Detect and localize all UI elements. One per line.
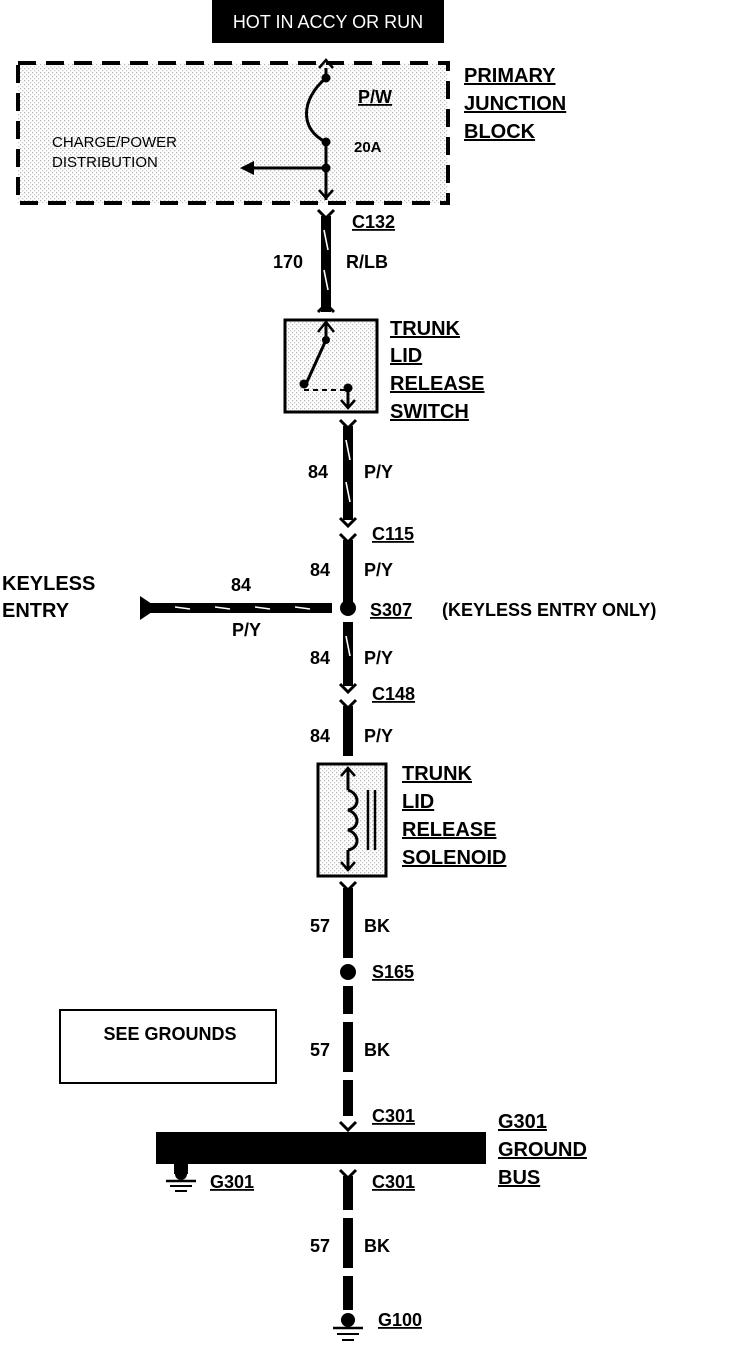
- wire-57-segment-b: [338, 986, 358, 1133]
- connector-c115-label: C115: [372, 524, 414, 544]
- wire-57-b-number: 57: [310, 1040, 330, 1060]
- wire-84-a-color: P/Y: [364, 462, 393, 482]
- ground-bus-g301: [156, 1132, 486, 1164]
- solenoid-title-line4: SOLENOID: [402, 847, 506, 869]
- see-grounds-label: SEE GROUNDS: [103, 1024, 236, 1044]
- splice-s307: [340, 600, 356, 616]
- switch-title-line3: RELEASE: [390, 373, 484, 395]
- junction-title-line3: BLOCK: [464, 121, 536, 143]
- power-source-header: HOT IN ACCY OR RUN: [212, 0, 444, 43]
- trunk-lid-release-solenoid: [316, 762, 388, 878]
- wire-84-b-color: P/Y: [364, 560, 393, 580]
- connector-c115: [338, 532, 358, 608]
- junction-title-line2: JUNCTION: [464, 93, 566, 115]
- wire-84-segment-c: [338, 622, 358, 695]
- solenoid-title-line2: LID: [402, 791, 434, 813]
- solenoid-title-line1: TRUNK: [402, 763, 473, 785]
- wire-57-c-number: 57: [310, 1236, 330, 1256]
- fuse-circuit-label: P/W: [358, 87, 392, 107]
- wire-84-a-number: 84: [308, 462, 328, 482]
- ground-bus-title-line3: BUS: [498, 1167, 540, 1189]
- ground-g301-label: G301: [210, 1172, 254, 1192]
- wire-57-b-color: BK: [364, 1040, 390, 1060]
- ground-g100-label: G100: [378, 1310, 422, 1330]
- connector-c148: [338, 698, 358, 756]
- connector-c148-label: C148: [372, 684, 415, 704]
- wire-57-a-number: 57: [310, 916, 330, 936]
- wire-84-d-number: 84: [310, 726, 330, 746]
- branch-label-line2: DISTRIBUTION: [52, 154, 158, 171]
- header-label: HOT IN ACCY OR RUN: [233, 12, 423, 32]
- wire-84-b-number: 84: [310, 560, 330, 580]
- wire-170-color: R/LB: [346, 252, 388, 272]
- wire-57-segment-c: [338, 1168, 358, 1310]
- wire-57-c-color: BK: [364, 1236, 390, 1256]
- switch-title-line1: TRUNK: [390, 318, 461, 340]
- wire-170-number: 170: [273, 252, 303, 272]
- splice-s307-note: (KEYLESS ENTRY ONLY): [442, 600, 656, 620]
- connector-c301-bottom-label: C301: [372, 1172, 415, 1192]
- see-grounds-box: SEE GROUNDS: [59, 1009, 277, 1084]
- ground-bus-title-line1: G301: [498, 1111, 547, 1133]
- splice-s165-label: S165: [372, 962, 414, 982]
- splice-s307-label: S307: [370, 600, 412, 620]
- ground-bus-title-line2: GROUND: [498, 1139, 587, 1161]
- primary-junction-block: P/W 20A CHARGE/POWER DISTRIBUTION PRIMAR…: [16, 58, 566, 205]
- wire-84-keyless-branch: [140, 596, 332, 620]
- switch-title-line2: LID: [390, 345, 422, 367]
- keyless-label-line2: ENTRY: [2, 600, 70, 622]
- wire-84-c-color: P/Y: [364, 648, 393, 668]
- solenoid-title-line3: RELEASE: [402, 819, 496, 841]
- wire-170: [316, 208, 336, 314]
- wire-57-segment-a: [338, 880, 358, 958]
- wire-84-c-number: 84: [310, 648, 330, 668]
- switch-title-line4: SWITCH: [390, 401, 469, 423]
- branch-label-line1: CHARGE/POWER: [52, 134, 177, 151]
- connector-c301-top-label: C301: [372, 1106, 415, 1126]
- branch-arrow-icon: [240, 161, 254, 175]
- keyless-label-line1: KEYLESS: [2, 573, 95, 595]
- wire-57-a-color: BK: [364, 916, 390, 936]
- keyless-entry-arrow-icon: [140, 596, 158, 620]
- splice-s165: [340, 964, 356, 980]
- trunk-lid-release-switch: [283, 318, 379, 414]
- fuse-rating-label: 20A: [354, 139, 382, 156]
- wire-84-segment-a: [338, 418, 358, 529]
- wire-84-d-color: P/Y: [364, 726, 393, 746]
- wire-84-keyless-color: P/Y: [232, 620, 261, 640]
- wire-84-keyless-number: 84: [231, 575, 251, 595]
- junction-title-line1: PRIMARY: [464, 65, 556, 87]
- coil-icon: [347, 788, 359, 852]
- connector-c132-label: C132: [352, 212, 395, 232]
- switch-contact: [304, 339, 328, 385]
- ground-g301-symbol: [166, 1164, 196, 1192]
- ground-g100-symbol: [333, 1313, 363, 1341]
